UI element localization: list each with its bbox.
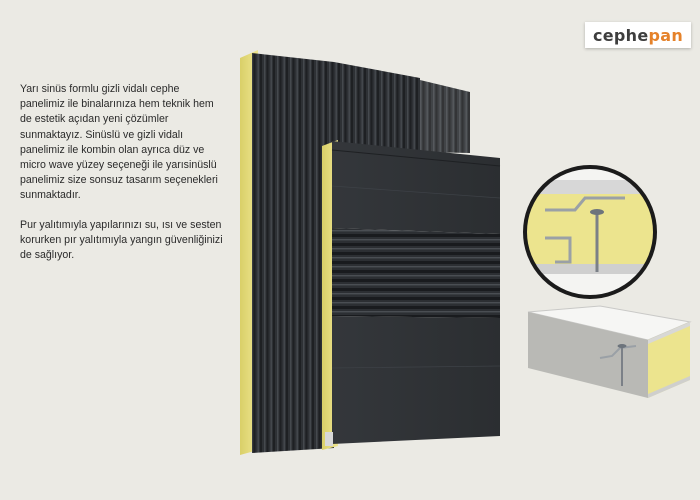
- front-combined-panel: [322, 140, 501, 450]
- description-paragraph-2: Pur yalıtımıyla yapılarınızı su, ısı ve …: [20, 218, 223, 262]
- sample-long-side: [528, 312, 648, 398]
- front-panel-wave-band: [332, 228, 500, 318]
- back-panel-face-upper: [334, 62, 420, 152]
- logo-text-pan: pan: [648, 25, 684, 45]
- back-panel-face-end: [420, 80, 470, 153]
- product-description: Yarı sinüs formlu gizli vidalı cephe pan…: [20, 82, 225, 277]
- logo-text-cephe: cephe: [592, 25, 649, 45]
- front-panel-flat-top: [332, 141, 500, 234]
- back-sinus-panel: [240, 50, 470, 455]
- sample-panel-section: [527, 305, 692, 398]
- back-panel-face: [252, 53, 334, 453]
- front-panel-flat-bottom: [332, 316, 500, 444]
- description-paragraph-1: Yarı sinüs formlu gizli vidalı cephe pan…: [20, 83, 218, 202]
- detail-circle-joint: [523, 165, 657, 299]
- sample-core: [648, 322, 690, 398]
